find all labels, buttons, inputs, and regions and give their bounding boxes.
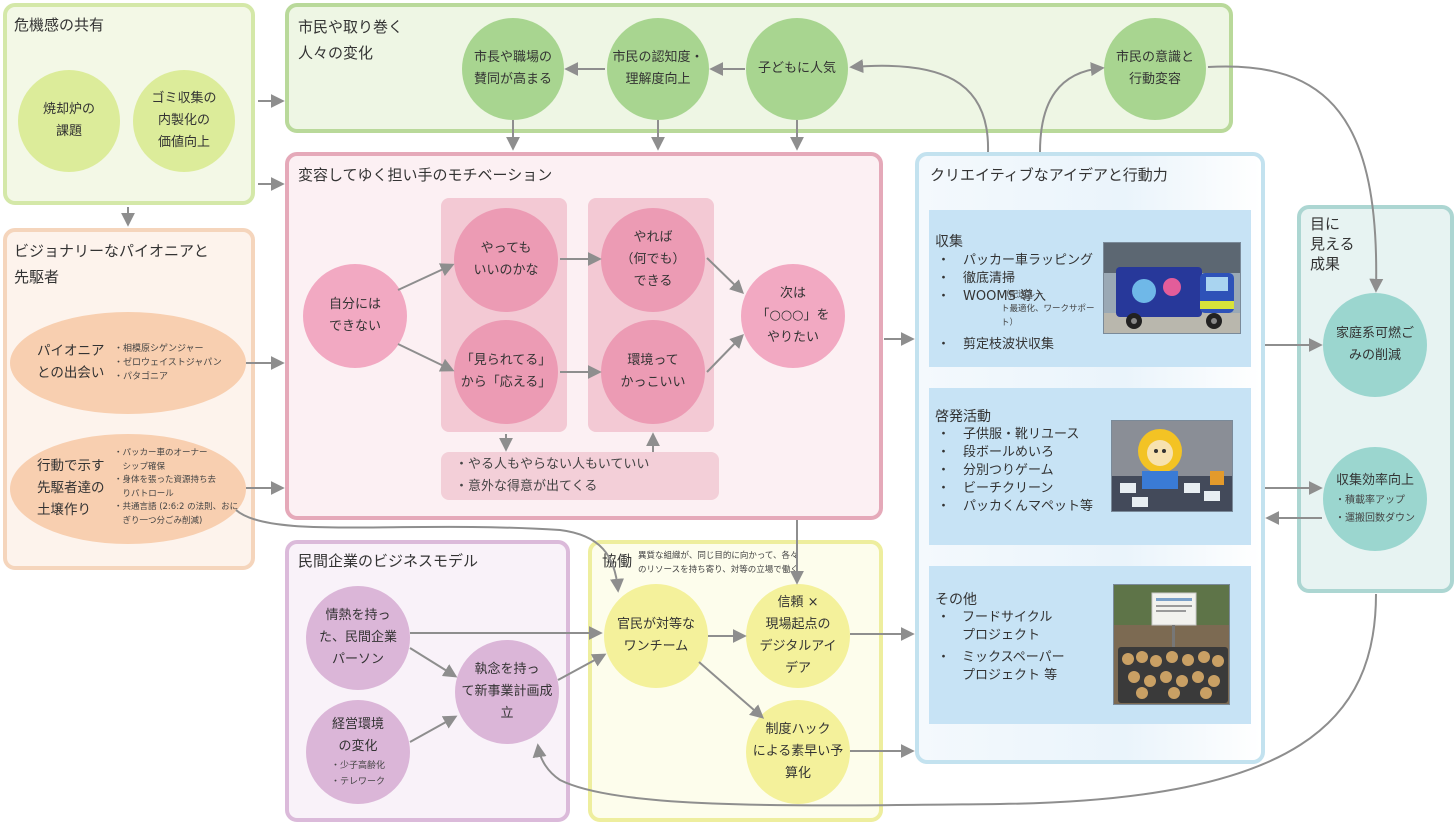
business-environment-circle: 経営環境 の変化 ・少子高齢化 ・テレワーク <box>306 700 410 804</box>
collection-item: パッカー車ラッピング <box>963 253 1094 268</box>
collection-item: WOOMS 導入 <box>963 289 1046 304</box>
can-do-anything-circle: やれば （何でも） できる <box>601 208 705 312</box>
digital-idea-circle: 信頼 × 現場起点の デジタルアイ デア <box>746 584 850 688</box>
pioneer-meeting-label: パイオニア との出会い <box>37 343 105 381</box>
other-item: ミックスペーパー プロジェクト 等 <box>962 650 1065 683</box>
collab-description: 異質な組織が、同じ目的に向かって、各々 のリソースを持ち寄り、対等の立場で働く <box>638 551 799 575</box>
awareness-title: 啓発活動 <box>935 409 991 425</box>
cannot-do-circle: 自分には できない <box>303 264 407 368</box>
awareness-item: パッカくんマペット等 <box>963 499 1094 514</box>
collection-item: 徹底清掃 <box>963 271 1016 286</box>
other-list: ・フードサイクル プロジェクト ・ミックスペーパー プロジェクト 等 <box>937 610 1065 683</box>
packer-truck-photo <box>1103 242 1241 334</box>
awareness-item: 分別つりゲーム <box>963 463 1054 478</box>
motivation-title: 変容してゆく担い手のモチベーション <box>298 166 553 184</box>
pioneer-title: ビジョナリーなパイオニアと 先駆者 <box>14 242 209 286</box>
next-want-to-do-circle: 次は 「○○○」を やりたい <box>741 264 845 368</box>
citizen-behavior-change-circle: 市民の意識と 行動変容 <box>1104 18 1206 120</box>
motivation-note-box <box>441 452 719 500</box>
household-waste-reduction-circle: 家庭系可燃ご みの削減 <box>1323 293 1427 397</box>
insourcing-value-circle: ゴミ収集の 内製化の 価値向上 <box>133 70 235 172</box>
food-cycle-photo <box>1113 584 1230 705</box>
collab-title: 協働 <box>602 552 633 570</box>
citizens-title: 市民や取り巻く 人々の変化 <box>298 18 404 62</box>
collection-title: 収集 <box>935 234 963 250</box>
popular-with-kids-circle: 子どもに人気 <box>746 18 848 120</box>
creative-title: クリエイティブなアイデアと行動力 <box>930 166 1168 184</box>
crisis-title: 危機感の共有 <box>14 16 105 34</box>
citizen-awareness-circle: 市民の認知度・ 理解度向上 <box>607 18 709 120</box>
incinerator-issue-circle: 焼却炉の 課題 <box>18 70 120 172</box>
may-i-do-it-circle: やっても いいのかな <box>454 208 558 312</box>
pioneer-meeting-ellipse <box>10 312 246 414</box>
awareness-list: ・ 子供服・靴リユース ・ 段ボールめいろ ・ 分別つりゲーム ・ ビーチクリー… <box>937 427 1094 514</box>
other-item: フードサイクル プロジェクト <box>962 610 1053 643</box>
quick-budget-circle: 制度ハック による素早い予 算化 <box>746 700 850 804</box>
results-title: 目に 見える 成果 <box>1310 215 1355 273</box>
awareness-item: 段ボールめいろ <box>963 445 1055 460</box>
forerunner-groundwork-list: ・パッカー車のオーナー シップ確保 ・身体を張った資源持ち去 りパトロール ・共… <box>114 448 239 526</box>
one-team-circle: 官民が対等な ワンチーム <box>604 584 708 688</box>
passionate-person-circle: 情熱を持っ た、民間企業 パーソン <box>306 586 410 690</box>
mayor-support-circle: 市長や職場の 賛同が高まる <box>462 18 564 120</box>
mascot-event-photo <box>1111 420 1233 512</box>
forerunner-groundwork-ellipse <box>10 434 246 544</box>
environment-cool-circle: 環境って かっこいい <box>601 320 705 424</box>
collection-item: 剪定枝波状収集 <box>963 337 1055 352</box>
business-title: 民間企業のビジネスモデル <box>298 552 479 570</box>
collection-efficiency-circle: 収集効率向上 ・積載率アップ ・運搬回数ダウン <box>1323 447 1427 551</box>
forerunner-groundwork-label: 行動で示す 先駆者達の 土壌作り <box>37 458 105 518</box>
being-watched-circle: 「見られてる」 から「応える」 <box>454 320 558 424</box>
awareness-item: 子供服・靴リユース <box>963 427 1080 442</box>
motivation-note: ・やる人もやらない人もいていい ・意外な得意が出てくる <box>455 457 650 494</box>
collection-list: ・ パッカー車ラッピング ・ 徹底清掃 ・ WOOMS 導入 （配送ルー ト最適… <box>937 252 1107 354</box>
other-title: その他 <box>935 592 977 608</box>
new-business-plan-circle: 執念を持っ て新事業計画成 立 <box>455 640 559 744</box>
awareness-item: ビーチクリーン <box>963 481 1054 496</box>
collection-item-note: （配送ルー ト最適化、ワークサポート） <box>1001 290 1095 328</box>
pioneer-meeting-list: ・相模原シゲンジャー ・ゼロウェイストジャパン ・パタゴニア <box>114 344 222 382</box>
